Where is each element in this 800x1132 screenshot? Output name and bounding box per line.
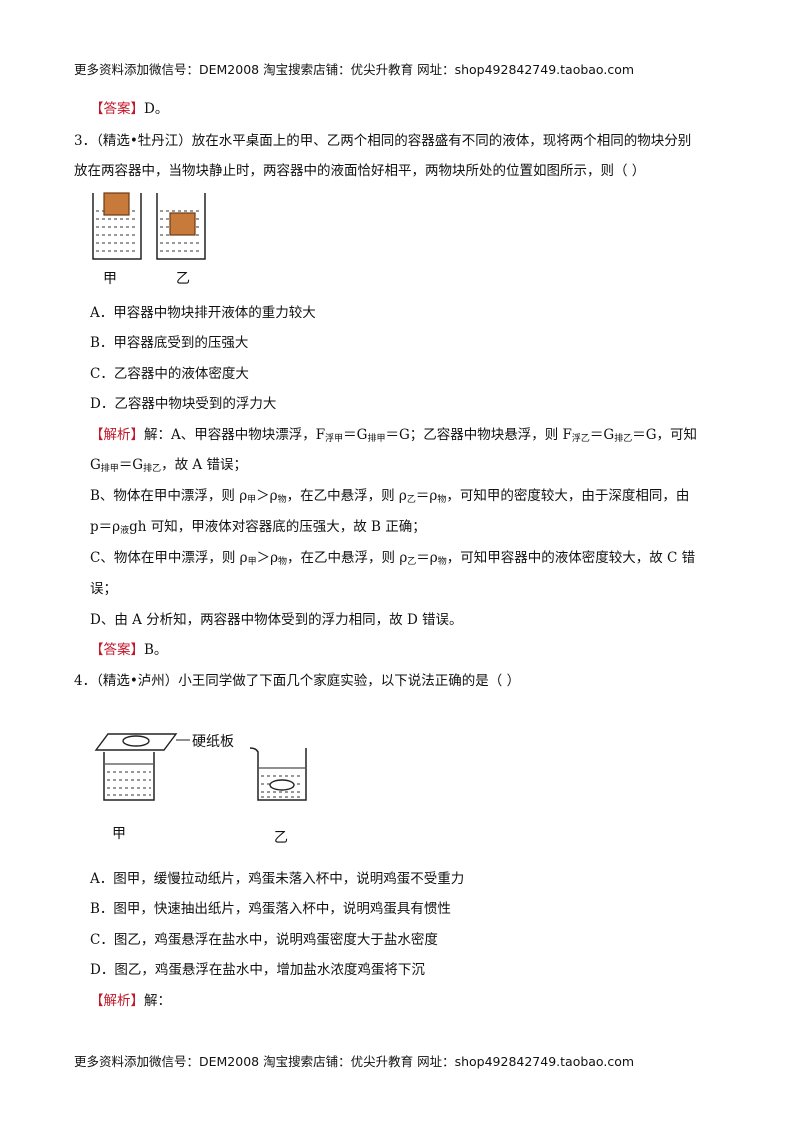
analysis-text: ，在乙中悬浮，则 ρ bbox=[286, 488, 407, 504]
analysis-text: ＝G；乙容器中物块悬浮，则 F bbox=[385, 427, 572, 443]
q3-analysis-line-7: D、由 A 分析知，两容器中物体受到的浮力相同，故 D 错误。 bbox=[90, 612, 463, 628]
subscript: 甲 bbox=[247, 557, 257, 567]
analysis-text: ，可知甲的密度较大，由于深度相同，由 bbox=[446, 488, 690, 504]
page-footer: 更多资料添加微信号：DEM2008 淘宝搜索店铺：优尖升教育 网址：shop49… bbox=[74, 1054, 635, 1069]
analysis-text: ，在乙中悬浮，则 ρ bbox=[287, 550, 408, 566]
container-a bbox=[92, 193, 142, 260]
analysis-text: ＝ρ bbox=[415, 488, 438, 504]
q4-option-c: C．图乙，鸡蛋悬浮在盐水中，说明鸡蛋密度大于盐水密度 bbox=[90, 932, 438, 948]
liquid-a-dashes bbox=[107, 771, 151, 796]
q3-figure: 甲 乙 bbox=[92, 192, 206, 287]
page-header: 更多资料添加微信号：DEM2008 淘宝搜索店铺：优尖升教育 网址：shop49… bbox=[74, 62, 635, 77]
analysis-text: 解：A、甲容器中物块漂浮，F bbox=[144, 427, 326, 443]
container-b bbox=[156, 193, 206, 260]
subscript: 排甲 bbox=[367, 434, 386, 444]
analysis-text: 解： bbox=[144, 993, 171, 1009]
beaker-b bbox=[249, 747, 307, 801]
analysis-text: B、物体在甲中漂浮，则 ρ bbox=[90, 488, 248, 504]
subscript: 物 bbox=[278, 557, 288, 567]
subscript: 排乙 bbox=[614, 434, 633, 444]
answer-tag: 【答案】 bbox=[90, 642, 144, 658]
analysis-text: ＞ρ bbox=[256, 550, 279, 566]
cup-a bbox=[103, 752, 155, 801]
fig-label-a: 甲 bbox=[112, 826, 126, 842]
egg-b bbox=[269, 779, 295, 791]
subscript: 排乙 bbox=[143, 464, 162, 474]
fig-label-a: 甲 bbox=[103, 271, 117, 287]
q3-stem-line-1: 3．（精选•牡丹江）放在水平桌面上的甲、乙两个相同的容器盛有不同的液体，现将两个… bbox=[74, 133, 692, 149]
q3-analysis-line-5: C、物体在甲中漂浮，则 ρ甲＞ρ物，在乙中悬浮，则 ρ乙＝ρ物，可知甲容器中的液… bbox=[90, 548, 695, 572]
analysis-text: C、物体在甲中漂浮，则 ρ bbox=[90, 550, 248, 566]
cardboard bbox=[94, 733, 178, 751]
q3-analysis-line-1: 【解析】解：A、甲容器中物块漂浮，F浮甲＝G排甲＝G；乙容器中物块悬浮，则 F浮… bbox=[90, 425, 697, 449]
analysis-text: ＝ρ bbox=[416, 550, 438, 566]
q3-option-d: D．乙容器中物块受到的浮力大 bbox=[90, 396, 277, 412]
analysis-text: p＝ρ bbox=[90, 519, 121, 535]
subscript: 物 bbox=[437, 557, 447, 567]
subscript: 排甲 bbox=[100, 464, 119, 474]
q4-figure: 硬纸板 甲 乙 bbox=[94, 733, 307, 846]
analysis-text: ，可知甲容器中的液体密度较大，故 C 错 bbox=[446, 550, 696, 566]
q3-answer-line: 【答案】B。 bbox=[90, 640, 167, 660]
q4-option-d: D．图乙，鸡蛋悬浮在盐水中，增加盐水浓度鸡蛋将下沉 bbox=[90, 962, 425, 978]
subscript: 浮乙 bbox=[571, 434, 590, 444]
fig-label-b: 乙 bbox=[274, 830, 288, 846]
liquid-a-dashes bbox=[96, 210, 138, 252]
analysis-text: G bbox=[90, 457, 101, 473]
egg-a bbox=[122, 735, 150, 747]
analysis-tag: 【解析】 bbox=[90, 993, 144, 1009]
analysis-text: ＝G，可知 bbox=[632, 427, 698, 443]
answer-tag: 【答案】 bbox=[90, 101, 144, 117]
q4-option-a: A．图甲，缓慢拉动纸片，鸡蛋未落入杯中，说明鸡蛋不受重力 bbox=[90, 871, 465, 887]
subscript: 物 bbox=[277, 495, 287, 505]
q3-option-c: C．乙容器中的液体密度大 bbox=[90, 366, 249, 382]
subscript: 物 bbox=[437, 495, 447, 505]
q4-stem: 4．（精选•泸州）小王同学做了下面几个家庭实验，以下说法正确的是（ ） bbox=[74, 673, 521, 689]
block-a bbox=[103, 192, 130, 216]
q3-analysis-line-2: G排甲＝G排乙，故 A 错误； bbox=[90, 455, 247, 479]
subscript: 甲 bbox=[247, 495, 257, 505]
analysis-text: ＝G bbox=[118, 457, 144, 473]
analysis-text: ，故 A 错误； bbox=[161, 457, 247, 473]
q3-answer: B。 bbox=[144, 642, 168, 658]
analysis-text: ＝G bbox=[343, 427, 368, 443]
subscript: 液 bbox=[120, 526, 130, 536]
analysis-text: ＝G bbox=[589, 427, 615, 443]
analysis-text: ＞ρ bbox=[256, 488, 278, 504]
subscript: 乙 bbox=[406, 495, 416, 505]
q3-stem-line-2: 放在两容器中，当物块静止时，两容器中的液面恰好相平，两物块所处的位置如图所示，则… bbox=[74, 163, 646, 179]
prev-answer-line: 【答案】D。 bbox=[90, 99, 168, 119]
q4-option-b: B．图甲，快速抽出纸片，鸡蛋落入杯中，说明鸡蛋具有惯性 bbox=[90, 901, 451, 917]
fig-label-b: 乙 bbox=[176, 271, 190, 287]
q3-option-a: A．甲容器中物块排开液体的重力较大 bbox=[90, 305, 316, 321]
block-b bbox=[169, 212, 196, 236]
q3-analysis-line-6: 误； bbox=[90, 581, 117, 597]
subscript: 浮甲 bbox=[325, 434, 344, 444]
q4-analysis-line: 【解析】解： bbox=[90, 991, 171, 1011]
q3-analysis-line-4: p＝ρ液gh 可知，甲液体对容器底的压强大，故 B 正确； bbox=[90, 517, 426, 541]
subscript: 乙 bbox=[407, 557, 417, 567]
callout-label: 硬纸板 bbox=[192, 734, 234, 750]
analysis-text: gh 可知，甲液体对容器底的压强大，故 B 正确； bbox=[129, 519, 426, 535]
prev-answer: D。 bbox=[144, 101, 169, 117]
q3-analysis-line-3: B、物体在甲中漂浮，则 ρ甲＞ρ物，在乙中悬浮，则 ρ乙＝ρ物，可知甲的密度较大… bbox=[90, 486, 689, 510]
q3-option-b: B．甲容器底受到的压强大 bbox=[90, 335, 249, 351]
analysis-tag: 【解析】 bbox=[90, 427, 144, 443]
